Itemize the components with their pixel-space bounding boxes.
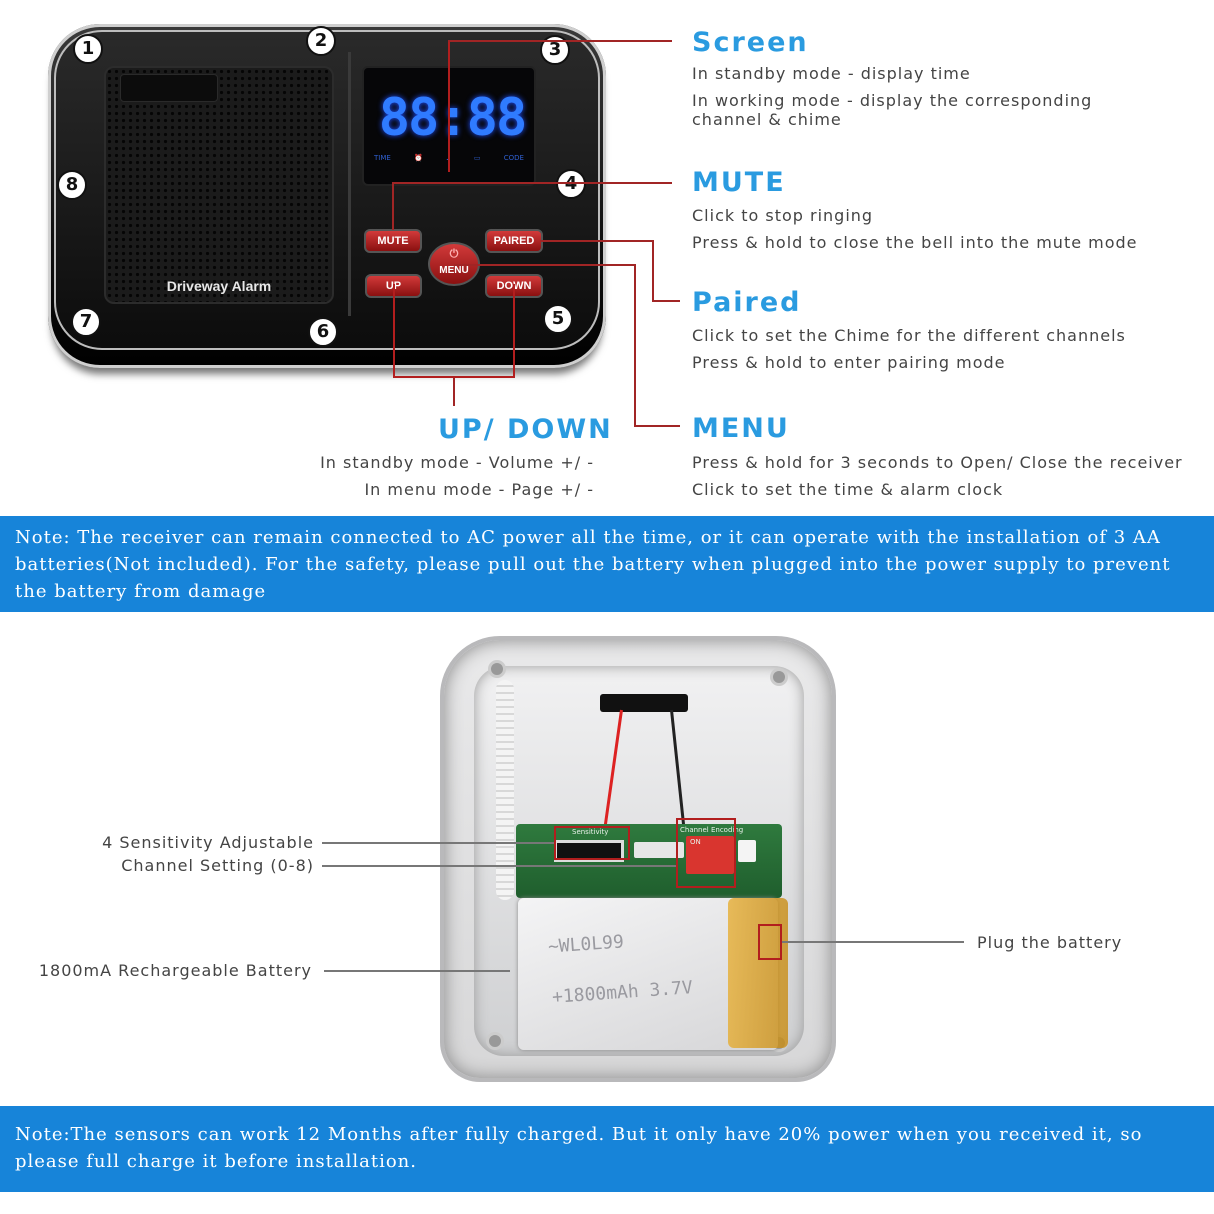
mute-heading: MUTE — [692, 167, 786, 198]
note-charge-line-2: please full charge it before installatio… — [15, 1151, 417, 1172]
screw-bottom-left — [486, 1032, 504, 1050]
updown-desc-2: In menu mode - Page +/ - — [364, 480, 594, 499]
marker-5: 5 — [543, 304, 573, 334]
paired-callout-line-b — [652, 240, 654, 302]
screw-top-left — [488, 660, 506, 678]
note-power-line-2: batteries(Not included). For the safety,… — [15, 554, 1171, 575]
menu-callout-line-c — [634, 425, 680, 427]
screw-top-right — [770, 668, 788, 686]
marker-8: 8 — [57, 170, 87, 200]
marker-4: 4 — [556, 169, 586, 199]
menu-callout-line-b — [634, 264, 636, 426]
battery-tape — [728, 898, 788, 1048]
header-pins — [634, 842, 684, 858]
menu-heading: MENU — [692, 413, 790, 444]
lcd-indicator-code: CODE — [503, 154, 524, 162]
panel-divider — [348, 52, 351, 316]
power-plug — [600, 694, 688, 712]
paired-heading: Paired — [692, 287, 802, 318]
dip-switch: ON — [686, 836, 734, 874]
lcd-digits: 88:88 — [378, 88, 528, 148]
paired-desc-2: Press & hold to enter pairing mode — [692, 353, 1006, 372]
marker-1: 1 — [73, 34, 103, 64]
screen-desc-1: In standby mode - display time — [692, 64, 971, 83]
circuit-board: Sensitivity Channel Encoding ON — [516, 824, 782, 898]
battery-print-model: ~WL0L99 — [547, 931, 625, 958]
mute-desc-2: Press & hold to close the bell into the … — [692, 233, 1138, 252]
brand-label: Driveway Alarm — [166, 278, 272, 294]
menu-callout-line-a — [454, 264, 636, 266]
battery-print-capacity: +1800mAh 3.7V — [551, 977, 694, 1008]
antenna-coil — [496, 680, 514, 900]
sensitivity-callout-line — [322, 842, 554, 844]
alarm-icon: ⏰ — [414, 154, 423, 162]
battery-callout-line — [324, 970, 510, 972]
sensor-case: Sensitivity Channel Encoding ON ~WL0L99 … — [440, 636, 836, 1082]
mute-desc-1: Click to stop ringing — [692, 206, 874, 225]
lipo-battery: ~WL0L99 +1800mAh 3.7V — [518, 898, 788, 1050]
marker-2: 2 — [306, 26, 336, 56]
screen-desc-2: In working mode - display the correspond… — [692, 91, 1093, 110]
battery-icon: ▭ — [473, 154, 481, 162]
dip-on-label: ON — [690, 838, 701, 846]
speaker-slot — [120, 74, 218, 102]
sensitivity-label: 4 Sensitivity Adjustable — [102, 833, 314, 852]
channel-label: Channel Setting (0-8) — [121, 856, 314, 875]
screen-callout-box — [448, 40, 541, 172]
plug-highlight — [758, 924, 782, 960]
lcd-indicator-time: TIME — [374, 154, 391, 162]
battery-label: 1800mA Rechargeable Battery — [38, 961, 312, 980]
channel-highlight — [676, 818, 736, 888]
note-power: Note: The receiver can remain connected … — [0, 516, 1214, 612]
mute-callout-line — [392, 182, 672, 184]
mute-callout-drop — [392, 182, 394, 230]
paired-button[interactable]: PAIRED — [485, 229, 543, 253]
sensitivity-highlight — [554, 826, 630, 860]
marker-6: 6 — [308, 317, 338, 347]
speaker-grille: Driveway Alarm — [104, 66, 334, 304]
note-power-line-3: the battery from damage — [15, 581, 267, 602]
screen-heading: Screen — [692, 27, 809, 58]
updown-heading: UP/ DOWN — [438, 414, 613, 445]
paired-callout-line-a — [540, 240, 654, 242]
note-power-line-1: Note: The receiver can remain connected … — [15, 527, 1161, 548]
note-charge: Note:The sensors can work 12 Months afte… — [0, 1106, 1214, 1192]
mute-button[interactable]: MUTE — [364, 229, 422, 253]
updown-desc-1: In standby mode - Volume +/ - — [320, 453, 594, 472]
updown-callout-box — [393, 284, 515, 378]
screen-callout-line — [448, 40, 672, 42]
menu-desc-1: Press & hold for 3 seconds to Open/ Clos… — [692, 453, 1183, 472]
channel-tag: Channel Encoding — [680, 826, 744, 834]
paired-callout-line-c — [652, 300, 680, 302]
channel-callout-line — [322, 865, 676, 867]
note-charge-line-1: Note:The sensors can work 12 Months afte… — [15, 1124, 1143, 1145]
board-connector — [738, 840, 756, 862]
plug-callout-line — [782, 941, 964, 943]
marker-7: 7 — [71, 307, 101, 337]
screen-desc-3: channel & chime — [692, 110, 842, 129]
paired-desc-1: Click to set the Chime for the different… — [692, 326, 1126, 345]
sensitivity-tag: Sensitivity — [572, 828, 609, 836]
menu-desc-2: Click to set the time & alarm clock — [692, 480, 1004, 499]
updown-callout-line — [453, 378, 455, 406]
plug-label: Plug the battery — [977, 933, 1123, 952]
